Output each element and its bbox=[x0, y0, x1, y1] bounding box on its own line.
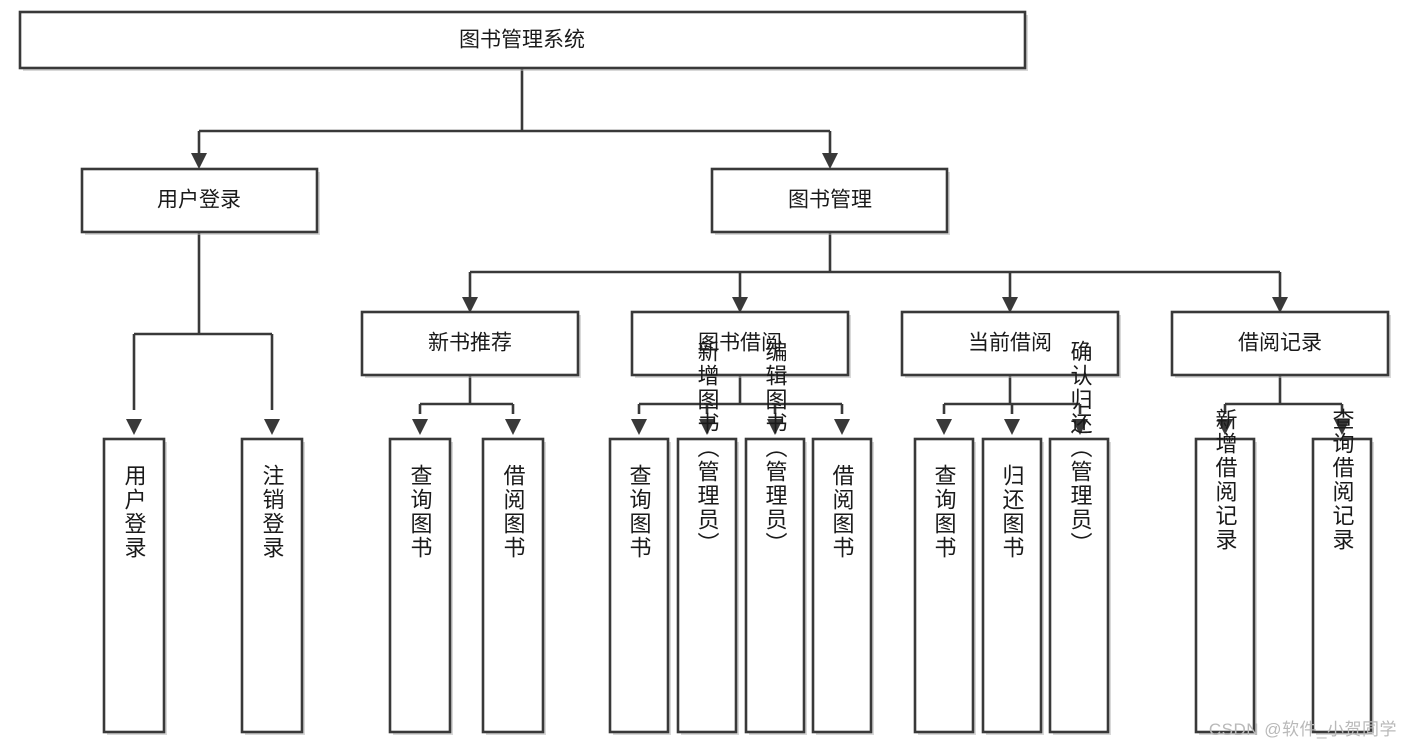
connector-layer bbox=[126, 68, 1350, 435]
node-root[interactable]: 图书管理系统 bbox=[18, 10, 1028, 71]
node-leaf-user-login[interactable]: 用户登录 bbox=[102, 437, 167, 735]
leaf-user-login-label: 用户登录 bbox=[122, 464, 147, 560]
leaf-borrow-book-2-box[interactable] bbox=[811, 437, 873, 734]
node-leaf-user-logout[interactable]: 注销登录 bbox=[240, 437, 305, 735]
leaf-add-record-label: 新增借阅记录 bbox=[1213, 408, 1238, 552]
nbr-box[interactable] bbox=[360, 310, 580, 377]
root-box[interactable] bbox=[18, 10, 1027, 70]
arrow-to-leaf-user-logout bbox=[264, 419, 280, 435]
leaf-return-book-box[interactable] bbox=[981, 437, 1043, 734]
node-leaf-add-book[interactable]: 新增图书（管理员） bbox=[676, 340, 739, 735]
leaf-user-logout-box[interactable] bbox=[240, 437, 304, 734]
arrow-to-leaf-borrow-book-1 bbox=[505, 419, 521, 435]
node-leaf-confirm-return[interactable]: 确认归还（管理员） bbox=[1048, 340, 1111, 735]
user-login-box[interactable] bbox=[80, 167, 319, 234]
leaf-user-login-box[interactable] bbox=[102, 437, 166, 734]
node-leaf-borrow-book-1[interactable]: 借阅图书 bbox=[481, 437, 546, 735]
book-manage-label: 图书管理 bbox=[788, 189, 872, 212]
arrow-to-leaf-return-book bbox=[1004, 419, 1020, 435]
arrow-to-leaf-query-book-1 bbox=[412, 419, 428, 435]
arrow-to-book-manage bbox=[822, 153, 838, 169]
leaf-confirm-return-label: 确认归还（管理员） bbox=[1068, 340, 1093, 556]
node-current-borrow[interactable]: 当前借阅 bbox=[900, 310, 1121, 378]
node-borrow-record[interactable]: 借阅记录 bbox=[1170, 310, 1391, 378]
nbr-label: 新书推荐 bbox=[428, 332, 512, 355]
arrow-to-new-book-recommend bbox=[462, 297, 478, 313]
cb-box[interactable] bbox=[900, 310, 1120, 377]
arrow-to-current-borrow bbox=[1002, 297, 1018, 313]
node-leaf-borrow-book-2[interactable]: 借阅图书 bbox=[811, 437, 874, 735]
arrow-to-leaf-query-book-2 bbox=[631, 419, 647, 435]
leaf-query-book-3-box[interactable] bbox=[913, 437, 975, 734]
leaf-edit-book-box[interactable] bbox=[744, 437, 806, 734]
leaf-add-record-box[interactable] bbox=[1194, 437, 1256, 734]
leaf-user-logout-label: 注销登录 bbox=[260, 464, 285, 560]
node-leaf-query-book-1[interactable]: 查询图书 bbox=[388, 437, 453, 735]
arrow-to-borrow-record bbox=[1272, 297, 1288, 313]
node-leaf-return-book[interactable]: 归还图书 bbox=[981, 437, 1044, 735]
node-leaf-query-book-3[interactable]: 查询图书 bbox=[913, 437, 976, 735]
leaf-confirm-return-box[interactable] bbox=[1048, 437, 1110, 734]
node-user-login[interactable]: 用户登录 bbox=[80, 167, 320, 235]
node-leaf-query-book-2[interactable]: 查询图书 bbox=[608, 437, 671, 735]
node-leaf-add-record[interactable]: 新增借阅记录 bbox=[1194, 408, 1257, 735]
leaf-query-book-2-box[interactable] bbox=[608, 437, 670, 734]
node-leaf-query-record[interactable]: 查询借阅记录 bbox=[1311, 408, 1374, 735]
leaf-edit-book-label: 编辑图书（管理员） bbox=[763, 340, 788, 556]
arrow-to-leaf-user-login bbox=[126, 419, 142, 435]
book-manage-box[interactable] bbox=[710, 167, 949, 234]
leaf-borrow-book-1-box[interactable] bbox=[481, 437, 545, 734]
user-login-label: 用户登录 bbox=[157, 189, 241, 212]
leaf-return-book-label: 归还图书 bbox=[1000, 464, 1025, 560]
br-box[interactable] bbox=[1170, 310, 1390, 377]
node-leaf-edit-book[interactable]: 编辑图书（管理员） bbox=[744, 340, 807, 735]
csdn-watermark: CSDN @软件_小贺同学 bbox=[1208, 720, 1397, 739]
leaf-query-book-2-label: 查询图书 bbox=[627, 464, 652, 560]
leaf-query-book-1-label: 查询图书 bbox=[408, 464, 433, 560]
arrow-to-user-login bbox=[191, 153, 207, 169]
arrow-to-leaf-query-book-3 bbox=[936, 419, 952, 435]
br-label: 借阅记录 bbox=[1238, 332, 1322, 355]
leaf-borrow-book-2-label: 借阅图书 bbox=[830, 464, 855, 560]
node-book-manage[interactable]: 图书管理 bbox=[710, 167, 950, 235]
root-label: 图书管理系统 bbox=[459, 29, 585, 52]
leaf-query-book-1-box[interactable] bbox=[388, 437, 452, 734]
arrow-to-book-borrow bbox=[732, 297, 748, 313]
cb-label: 当前借阅 bbox=[968, 332, 1052, 355]
bb-label: 图书借阅 bbox=[698, 332, 782, 355]
node-book-borrow[interactable]: 图书借阅 bbox=[630, 310, 851, 378]
leaf-query-record-box[interactable] bbox=[1311, 437, 1373, 734]
leaf-query-book-3-label: 查询图书 bbox=[932, 464, 957, 560]
leaf-borrow-book-1-label: 借阅图书 bbox=[501, 464, 526, 560]
leaf-add-book-box[interactable] bbox=[676, 437, 738, 734]
bb-box[interactable] bbox=[630, 310, 850, 377]
node-new-book-recommend[interactable]: 新书推荐 bbox=[360, 310, 581, 378]
leaf-query-record-label: 查询借阅记录 bbox=[1330, 408, 1355, 552]
arrow-to-leaf-borrow-book-2 bbox=[834, 419, 850, 435]
leaf-add-book-label: 新增图书（管理员） bbox=[695, 340, 720, 556]
